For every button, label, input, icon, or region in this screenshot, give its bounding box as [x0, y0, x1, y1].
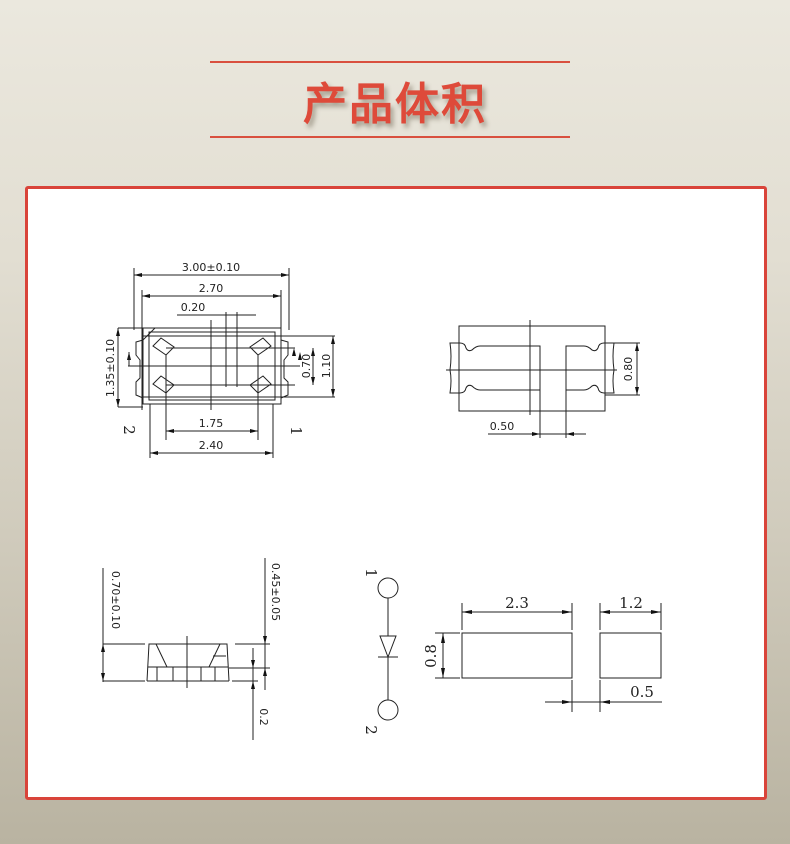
land-pad-1	[461, 632, 573, 679]
top-view-drawing: 3.00±0.10 2.70 0.20 1.75 2.40 1.35±0.10 …	[104, 261, 335, 458]
page-title: 产品体积	[303, 79, 487, 130]
pin-label-left: 2	[120, 425, 138, 435]
dimension-panel: 3.00±0.10 2.70 0.20 1.75 2.40 1.35±0.10 …	[25, 186, 767, 800]
title-rule-bottom	[210, 136, 570, 138]
dim-center-gap: 0.20	[181, 301, 206, 314]
dim-total-thickness: 0.70±0.10	[109, 571, 122, 629]
dim-pad-span: 1.75	[199, 417, 224, 430]
dim-overall-height: 1.35±0.10	[104, 339, 117, 397]
land-pad-2	[599, 632, 662, 679]
land-pattern-drawing: 2.3 1.2 0.8 0.5	[422, 594, 662, 712]
dim-lens-height: 0.70	[300, 354, 313, 379]
dim-bottom-length: 2.40	[199, 439, 224, 452]
pin1-terminal-icon	[377, 577, 399, 599]
title-rule-top	[210, 61, 570, 63]
dim-pad-width: 0.80	[622, 357, 635, 382]
dim-pad1-length: 2.3	[505, 594, 529, 612]
schematic-pin-2: 2	[362, 725, 380, 735]
dim-body-length: 2.70	[199, 282, 224, 295]
dim-pad2-length: 1.2	[619, 594, 643, 612]
dim-pad-gap: 0.50	[490, 420, 515, 433]
dim-pad-spacing: 0.5	[630, 683, 654, 701]
schematic-pin-1: 1	[362, 568, 380, 578]
dimension-drawing: 3.00±0.10 2.70 0.20 1.75 2.40 1.35±0.10 …	[101, 261, 662, 740]
dim-pad-height: 0.8	[422, 644, 440, 668]
diode-schematic: 1 2	[362, 568, 399, 735]
bottom-view-drawing: 0.50 0.80	[446, 320, 640, 438]
dim-top-thickness: 0.45±0.05	[269, 563, 282, 621]
dim-body-height: 1.10	[320, 354, 333, 379]
dim-base-thickness: 0.2	[257, 708, 270, 726]
dim-overall-length: 3.00±0.10	[182, 261, 240, 274]
pin2-terminal-icon	[377, 699, 399, 721]
diode-icon	[379, 635, 397, 659]
side-view-drawing: 0.70±0.10 0.45±0.05 0.2	[101, 558, 282, 740]
pin-label-right: 1	[287, 426, 305, 436]
